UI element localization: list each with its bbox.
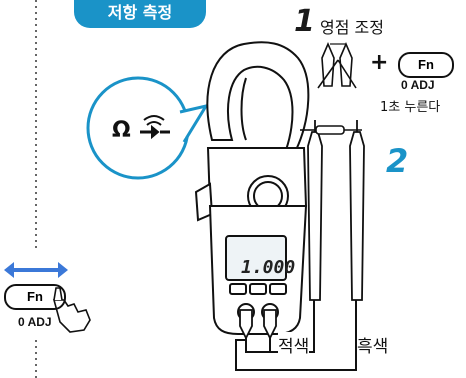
callout-bubble [86, 76, 210, 180]
press-instruction: 1초 누른다 [380, 100, 441, 115]
black-lead-label: 흑색 [357, 337, 389, 357]
side-fn-key-sublabel: 0 ADJ [18, 315, 52, 329]
step-1-label: 영점 조정 [320, 18, 384, 37]
double-arrow-icon [4, 262, 68, 278]
test-leads-icon [317, 41, 357, 89]
step-1-number: 1 [294, 4, 315, 39]
side-fn-key: Fn [4, 284, 66, 310]
plus-sign: + [370, 50, 389, 75]
fn-key-sublabel: 0 ADJ [401, 78, 435, 92]
fn-key: Fn [398, 52, 454, 78]
step-2-number: 2 [386, 142, 409, 180]
test-probes [307, 120, 365, 301]
continuity-buzzer-icon [140, 115, 170, 140]
clamp-meter-icon [194, 41, 310, 335]
section-title-badge: 저항 측정 [74, 0, 206, 28]
display-reading: 1.000 [241, 257, 296, 278]
red-lead-label: 적색 [278, 332, 310, 357]
ohm-symbol: Ω [112, 118, 131, 143]
lead-plugs [239, 309, 277, 341]
resistor-icon [300, 125, 362, 135]
